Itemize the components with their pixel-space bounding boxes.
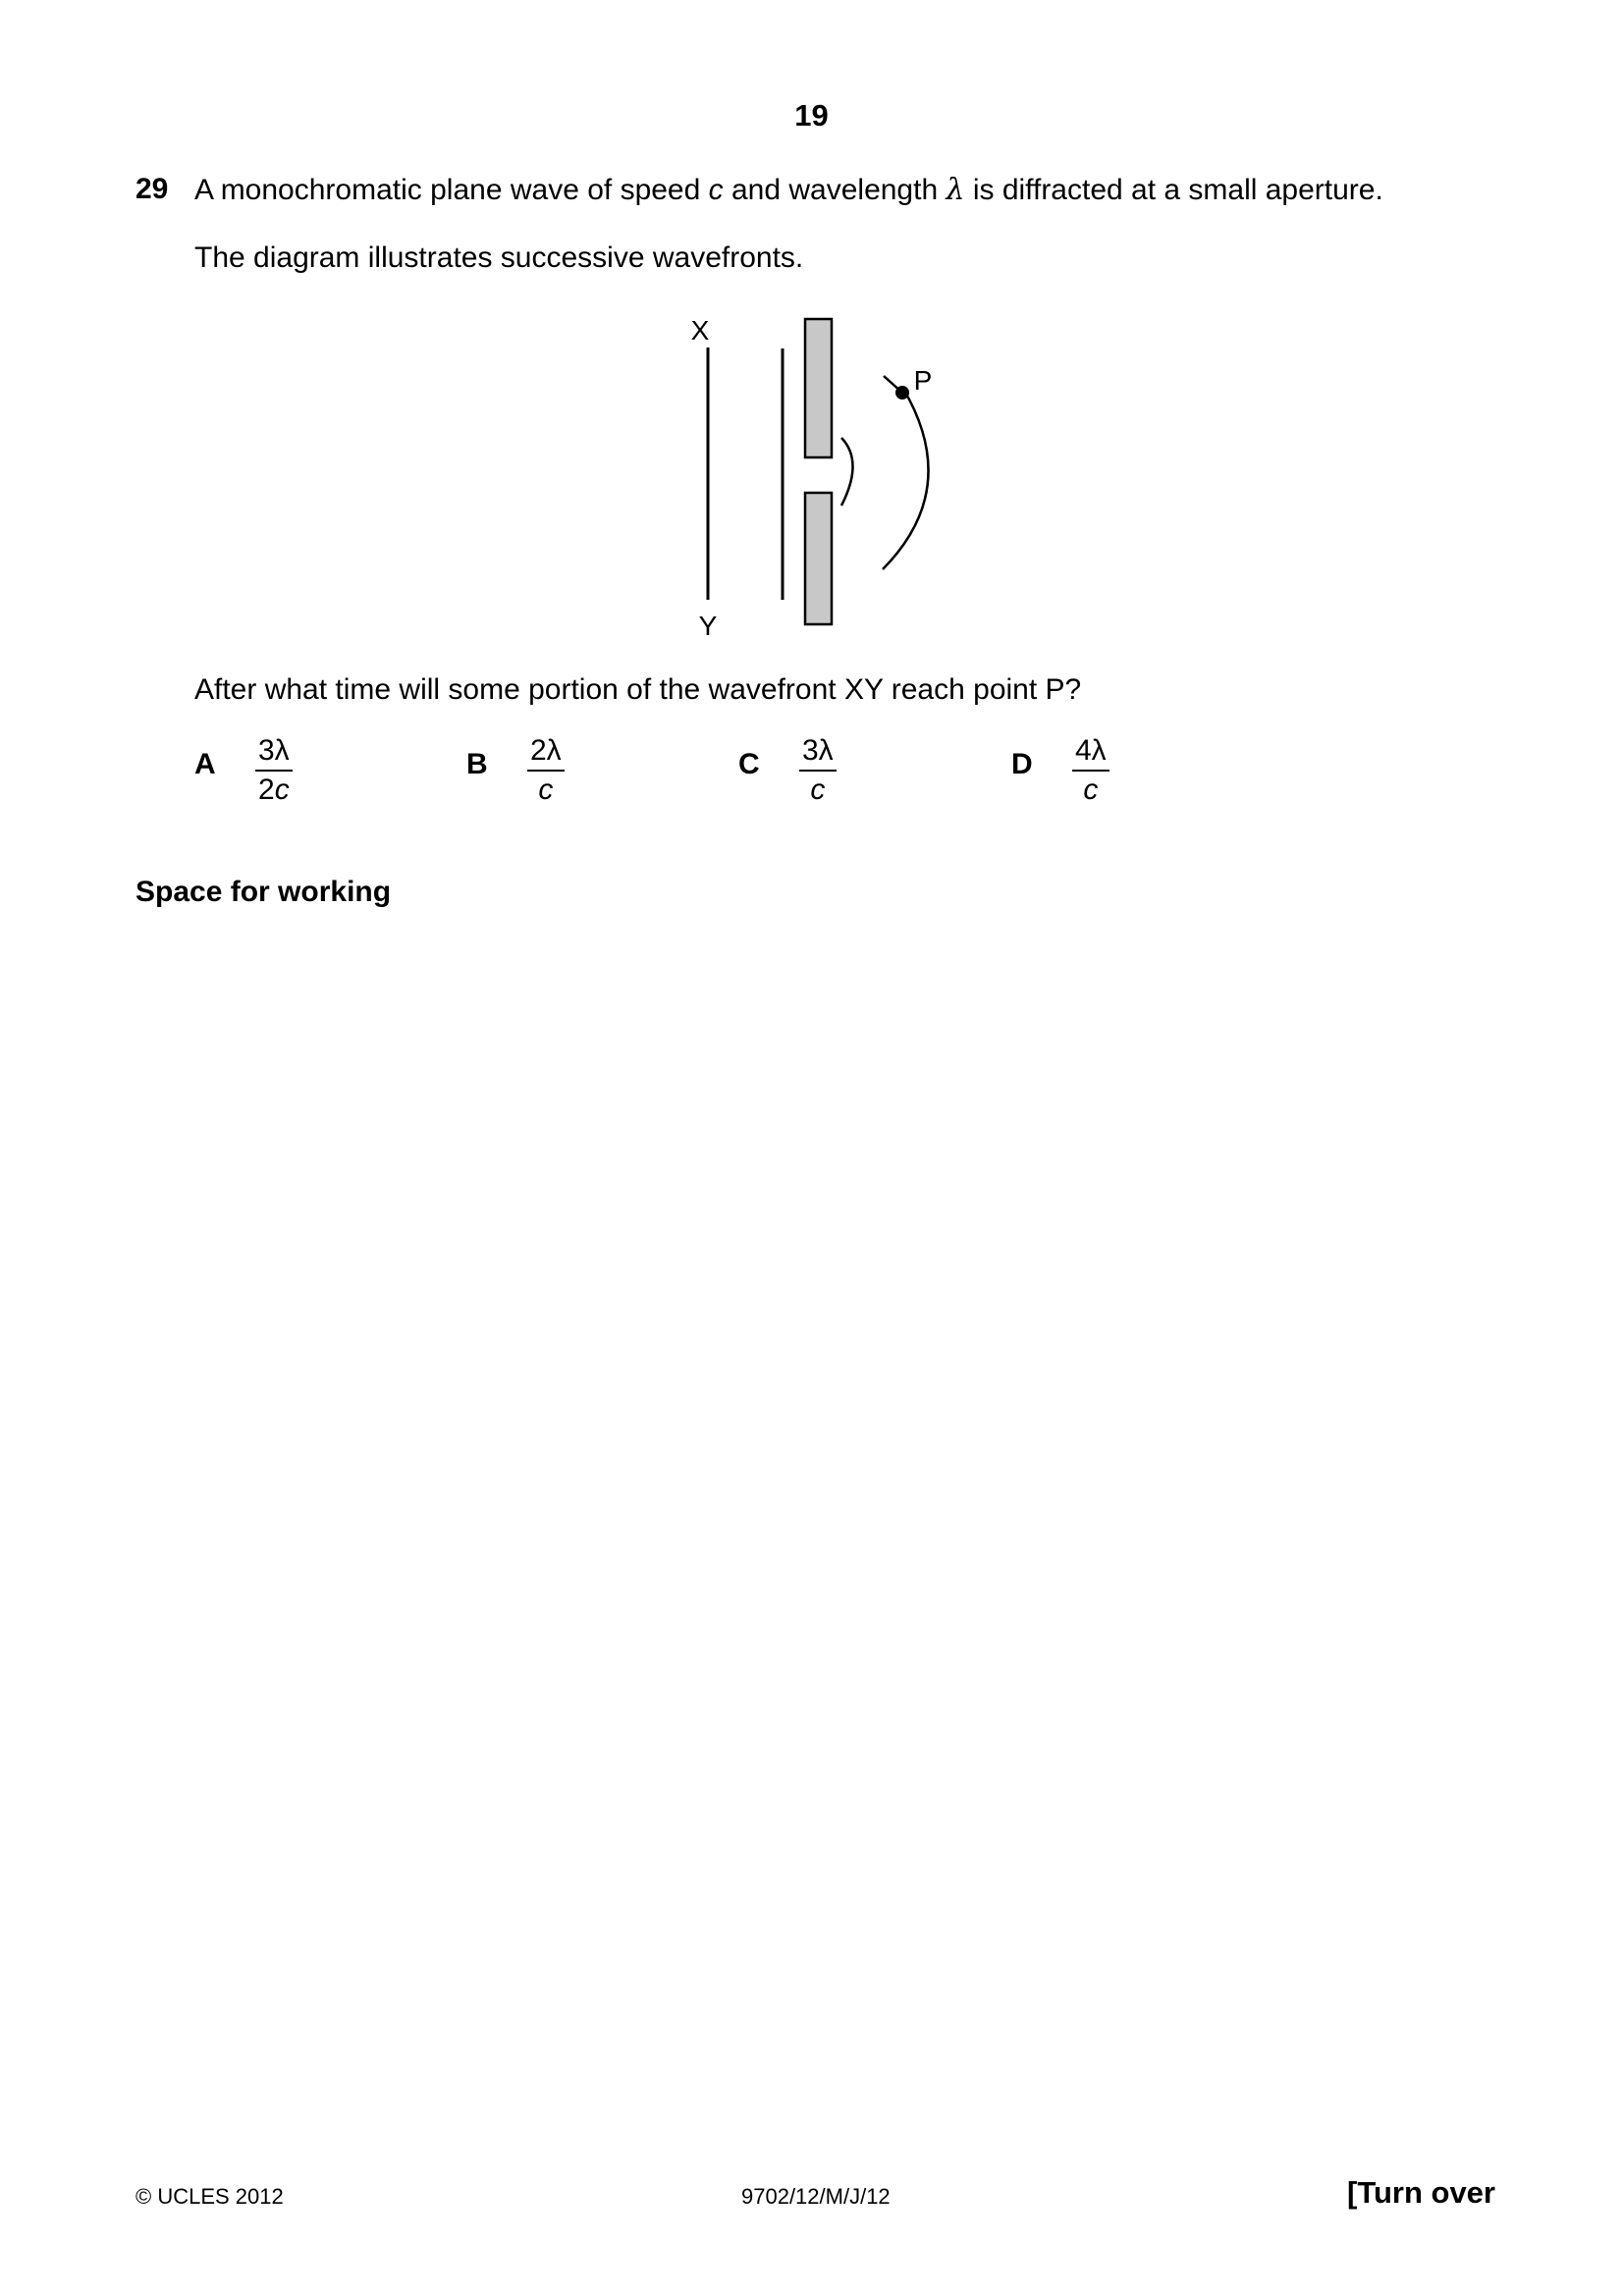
option-a-denominator-var: c [274, 774, 290, 806]
footer-turn-over: [Turn over [1347, 2175, 1495, 2210]
option-a-letter: A [194, 748, 216, 780]
option-d-numerator: 4λ [1072, 734, 1109, 772]
option-a-numerator: 3λ [255, 734, 293, 772]
label-y: Y [699, 611, 718, 641]
option-b-numerator: 2λ [527, 734, 565, 772]
footer-paper-code: 9702/12/M/J/12 [741, 2184, 891, 2209]
wavefront-diagram: X Y P [677, 304, 972, 653]
footer-copyright: © UCLES 2012 [135, 2184, 284, 2209]
option-d[interactable]: D 4λ c [1011, 734, 1208, 813]
option-b-fraction: 2λ c [527, 734, 565, 807]
question-text-part1: A monochromatic plane wave of speed [194, 174, 709, 206]
option-c-denominator: c [810, 772, 825, 807]
option-a-denominator: 2c [258, 772, 290, 807]
question-text-part2: and wavelength [723, 174, 947, 206]
option-c-fraction: 3λ c [799, 734, 837, 807]
option-c-letter: C [738, 748, 760, 780]
wavefront-diagram-svg: X Y P [691, 315, 933, 641]
option-d-denominator: c [1083, 772, 1098, 807]
question-subtext: The diagram illustrates successive wavef… [194, 241, 804, 274]
option-d-denominator-var: c [1083, 774, 1099, 806]
speed-symbol: c [708, 174, 724, 206]
question-number: 29 [135, 173, 169, 205]
wavelength-symbol: λ [946, 173, 965, 207]
option-b-denominator: c [538, 772, 553, 807]
option-b-denominator-var: c [538, 774, 554, 806]
option-d-letter: D [1011, 748, 1033, 780]
barrier-upper [803, 317, 834, 459]
point-p-leader [883, 375, 903, 394]
option-a-fraction: 3λ 2c [255, 734, 293, 807]
page-number: 19 [794, 98, 829, 133]
option-c-denominator-var: c [810, 774, 826, 806]
question-text: A monochromatic plane wave of speed c an… [194, 173, 1383, 207]
option-a-denominator-coef: 2 [258, 774, 275, 806]
wavefront-diffracted-small [839, 437, 854, 507]
question-prompt: After what time will some portion of the… [194, 673, 1082, 706]
barrier-lower [803, 491, 834, 626]
space-for-working-label: Space for working [135, 876, 392, 908]
option-c[interactable]: C 3λ c [738, 734, 935, 813]
option-c-numerator: 3λ [799, 734, 837, 772]
question-text-part3: is diffracted at a small aperture. [964, 174, 1383, 206]
option-b-letter: B [466, 748, 488, 780]
wavefront-diffracted-large [882, 388, 930, 570]
option-b[interactable]: B 2λ c [466, 734, 663, 813]
option-a[interactable]: A 3λ 2c [194, 734, 391, 813]
label-x: X [691, 315, 710, 346]
label-p: P [914, 365, 933, 396]
option-d-fraction: 4λ c [1072, 734, 1109, 807]
